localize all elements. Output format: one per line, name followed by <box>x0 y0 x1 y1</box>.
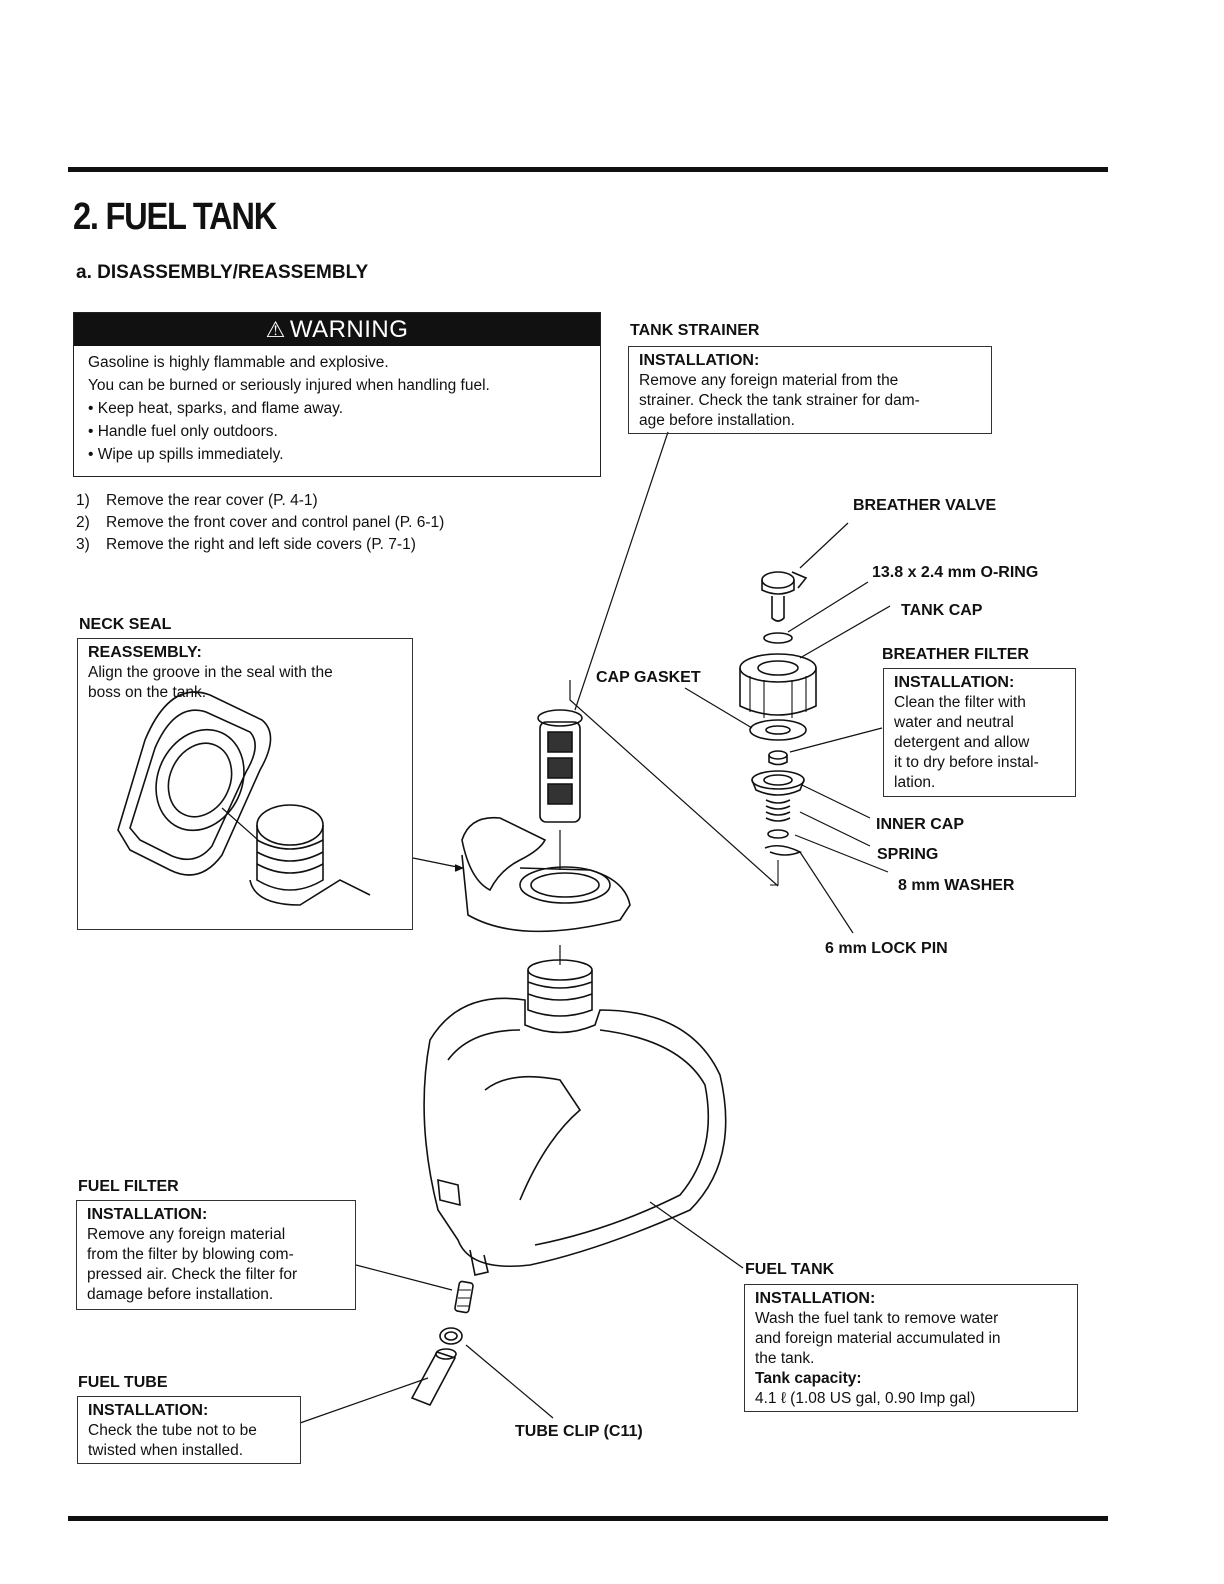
fuel-tube-label: FUEL TUBE <box>78 1374 168 1391</box>
tank-strainer-part <box>537 709 583 823</box>
warning-line: You can be burned or seriously injured w… <box>88 377 490 394</box>
lock-pin-part <box>764 844 802 856</box>
fuel-tube-part <box>410 1348 457 1407</box>
breather-valve-label: BREATHER VALVE <box>853 497 997 514</box>
spring-part <box>765 799 791 822</box>
breather-filter-note: INSTALLATION: Clean the filter with wate… <box>883 668 1076 797</box>
washer-label: 8 mm WASHER <box>898 877 1015 894</box>
fuel-filter-note: INSTALLATION: Remove any foreign materia… <box>76 1200 356 1310</box>
section-subtitle: a. DISASSEMBLY/REASSEMBLY <box>76 262 369 283</box>
cap-gasket-label: CAP GASKET <box>596 669 701 686</box>
fuel-filter-label: FUEL FILTER <box>78 1178 179 1195</box>
tube-clip-label: TUBE CLIP (C11) <box>515 1423 643 1440</box>
page-title: 2. FUEL TANK <box>73 196 277 238</box>
leader-neck-seal <box>412 857 463 869</box>
breather-valve-part <box>761 571 808 622</box>
leader-lines <box>299 431 891 1424</box>
warning-text: Gasoline is highly flammable and explosi… <box>74 346 600 466</box>
warning-header: ⚠WARNING <box>74 313 600 346</box>
step-item: 1)Remove the rear cover (P. 4-1) <box>76 492 318 509</box>
step-item: 3)Remove the right and left side covers … <box>76 536 416 553</box>
cap-gasket-part <box>749 719 807 741</box>
tank-cap-part <box>739 653 817 718</box>
breather-filter-label: BREATHER FILTER <box>882 646 1029 663</box>
warning-line: • Wipe up spills immediately. <box>88 446 284 463</box>
tank-cap-label: TANK CAP <box>901 602 983 619</box>
top-rule <box>68 167 1108 172</box>
warning-line: • Keep heat, sparks, and flame away. <box>88 400 344 417</box>
bottom-rule <box>68 1516 1108 1521</box>
washer-part <box>767 829 789 839</box>
neck-seal-detail-image <box>117 691 371 906</box>
inner-cap-label: INNER CAP <box>876 816 965 833</box>
fuel-filter-part <box>454 1280 474 1314</box>
fuel-tank-label: FUEL TANK <box>745 1261 835 1278</box>
fuel-tank-note: INSTALLATION: Wash the fuel tank to remo… <box>744 1284 1078 1412</box>
fuel-tank-part <box>423 959 727 1276</box>
warning-box: ⚠WARNING Gasoline is highly flammable an… <box>73 312 601 477</box>
warning-triangle-icon: ⚠ <box>265 317 286 342</box>
warning-line: Gasoline is highly flammable and explosi… <box>88 354 389 371</box>
neck-seal-label: NECK SEAL <box>79 616 172 633</box>
warning-heading: WARNING <box>289 316 409 343</box>
o-ring-part <box>763 632 793 644</box>
fuel-tube-note: INSTALLATION: Check the tube not to be t… <box>77 1396 301 1464</box>
lock-pin-label: 6 mm LOCK PIN <box>825 940 948 957</box>
tank-strainer-label: TANK STRAINER <box>630 322 760 339</box>
neck-seal-part <box>461 816 631 933</box>
spring-label: SPRING <box>877 846 939 863</box>
procedure-steps: 1)Remove the rear cover (P. 4-1) 2)Remov… <box>76 490 444 556</box>
warning-line: • Handle fuel only outdoors. <box>88 423 278 440</box>
o-ring-label: 13.8 x 2.4 mm O-RING <box>872 564 1039 581</box>
tank-strainer-note: INSTALLATION: Remove any foreign materia… <box>628 346 992 434</box>
neck-seal-note: REASSEMBLY: Align the groove in the seal… <box>77 638 413 930</box>
step-item: 2)Remove the front cover and control pan… <box>76 514 445 531</box>
breather-filter-part <box>768 750 788 766</box>
tube-clip-part <box>439 1327 463 1345</box>
inner-cap-part <box>751 770 805 796</box>
